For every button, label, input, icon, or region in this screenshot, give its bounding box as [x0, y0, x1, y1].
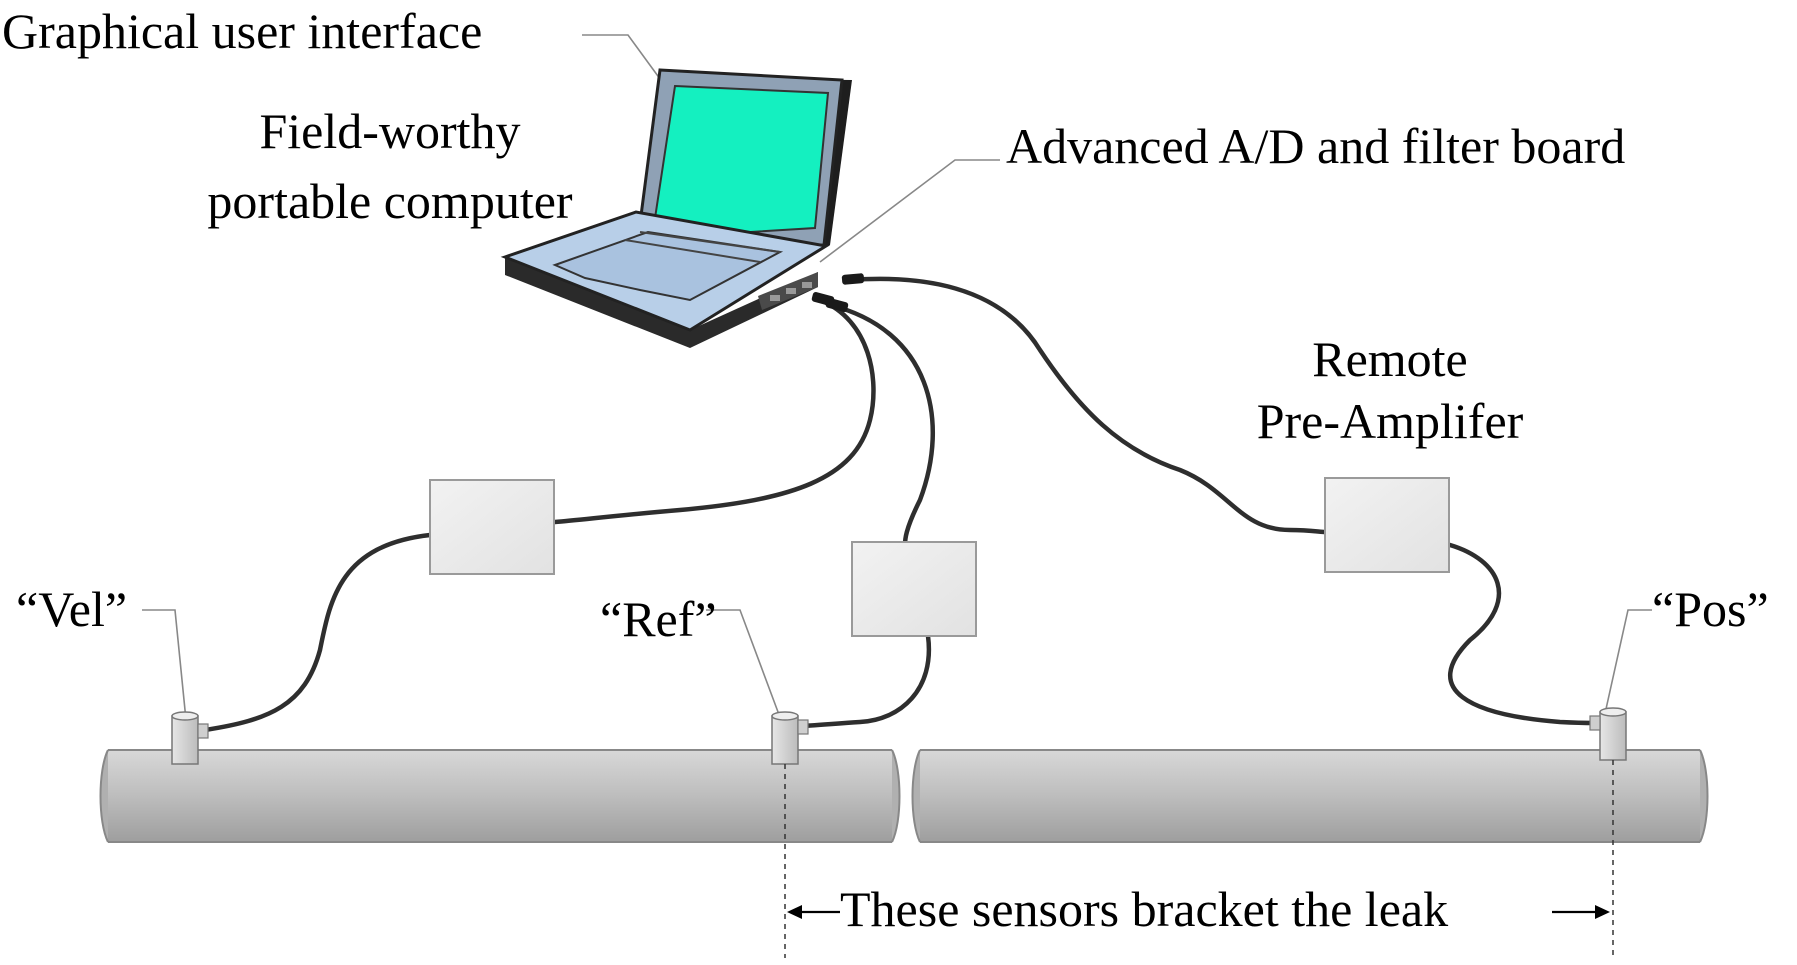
preamp-box-pos: [1324, 477, 1450, 573]
laptop-port: [786, 288, 796, 294]
laptop-port: [802, 282, 812, 288]
pipe-right-segment: [911, 749, 1709, 843]
cable-laptop-to-pos-preamp: [847, 276, 1328, 535]
laptop-computer: [500, 68, 852, 348]
label-sensor-pos: “Pos”: [1652, 581, 1769, 637]
label-portable-computer-line1: Field-worthy: [259, 103, 521, 159]
sensor-ref: [771, 711, 809, 765]
bracket-dashed-lines: [784, 760, 1614, 958]
label-remote-preamplifier-line1: Remote: [1312, 331, 1468, 387]
cable-laptop-to-ref-preamp: [827, 302, 935, 548]
laptop-port: [770, 295, 780, 301]
leader-ref: [706, 609, 782, 721]
label-remote-preamplifier: Remote Pre-Amplifer: [1210, 330, 1570, 450]
bracket-arrows: [787, 905, 1610, 919]
cable-vel-preamp-to-sensor: [202, 532, 433, 733]
leader-vel: [142, 609, 187, 721]
cable-connectors: [811, 273, 865, 313]
preamp-box-vel: [429, 479, 555, 575]
pipes: [99, 749, 1709, 843]
pipe-left-segment: [99, 749, 901, 843]
leader-pos: [1603, 609, 1652, 719]
label-sensors-bracket-leak: These sensors bracket the leak: [840, 881, 1449, 937]
cable-pos-preamp-to-sensor: [1447, 542, 1597, 726]
cable-ref-preamp-to-sensor: [797, 633, 932, 729]
laptop-key-row: [639, 231, 781, 253]
arrow-right-head: [1595, 905, 1610, 919]
label-sensor-vel: “Vel”: [16, 581, 128, 637]
preamp-boxes: [429, 477, 1450, 637]
sensor-vel: [171, 711, 209, 765]
label-remote-preamplifier-line2: Pre-Amplifer: [1256, 393, 1524, 449]
sensor-pos: [1589, 707, 1627, 761]
preamp-box-ref: [851, 541, 977, 637]
label-portable-computer: Field-worthy portable computer: [160, 102, 620, 230]
cables: [202, 276, 1597, 733]
laptop-keyboard: [552, 230, 784, 302]
laptop-key-row: [624, 239, 761, 263]
label-ad-filter-board: Advanced A/D and filter board: [1006, 118, 1626, 174]
label-graphical-user-interface: Graphical user interface: [2, 3, 483, 59]
sensors: [171, 707, 1627, 765]
cable-laptop-to-vel-preamp: [552, 297, 876, 525]
leader-ad-board: [819, 159, 1000, 263]
laptop-base-side: [505, 257, 818, 348]
laptop-screen: [650, 84, 830, 240]
arrow-left-head: [787, 905, 802, 919]
label-portable-computer-line2: portable computer: [207, 173, 573, 229]
label-sensor-ref: “Ref”: [600, 591, 717, 647]
